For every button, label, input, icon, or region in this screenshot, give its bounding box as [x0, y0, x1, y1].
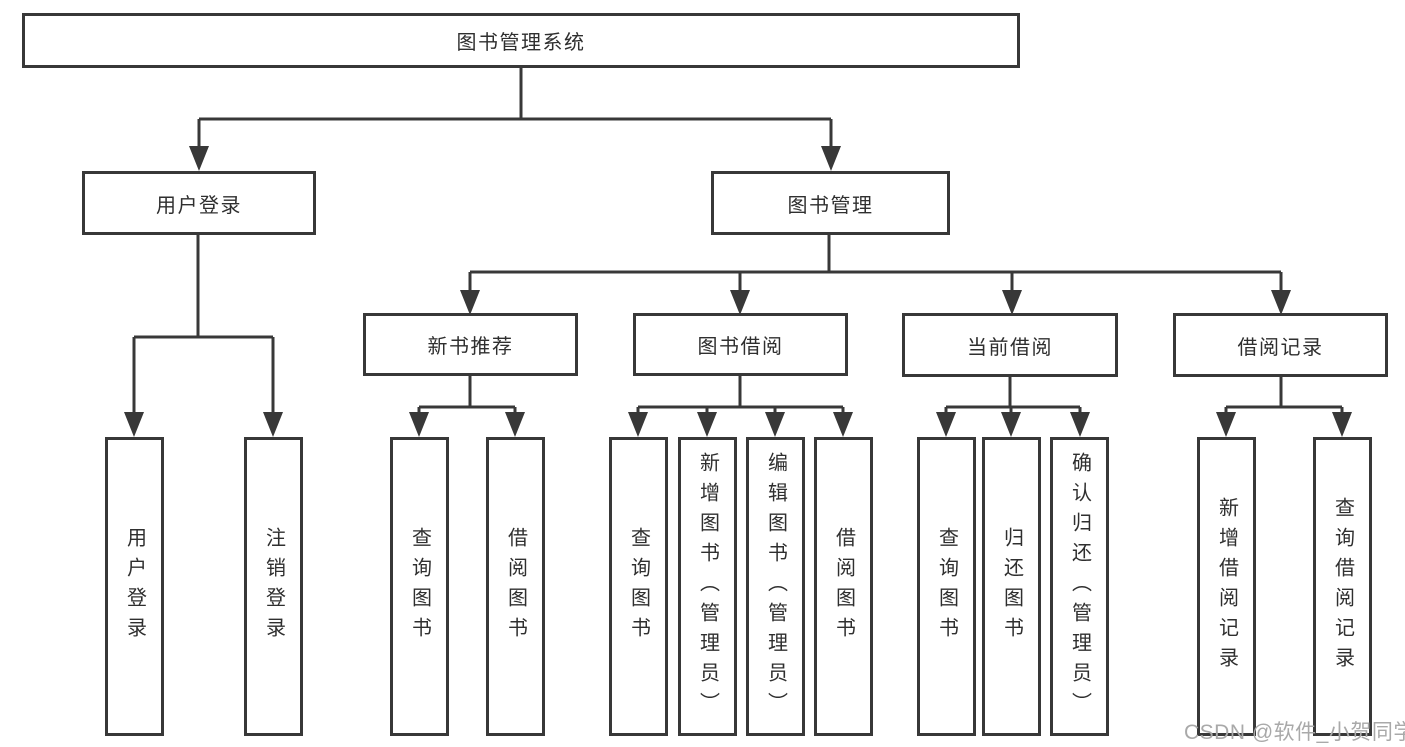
- node-label: 借阅图书: [504, 526, 527, 647]
- node-label: 查询图书: [627, 526, 650, 647]
- node-book-borrowing: 图书借阅: [633, 313, 848, 376]
- node-label: 新书推荐: [427, 336, 514, 358]
- leaf-query-borrow-record: 查询借阅记录: [1313, 437, 1372, 736]
- leaf-add-books-admin: 新增图书（管理员）: [678, 437, 737, 736]
- node-label: 用户登录: [123, 526, 146, 647]
- node-label: 新增图书（管理员）: [696, 451, 719, 722]
- leaf-query-books-borrow: 查询图书: [609, 437, 668, 736]
- node-library-management-system: 图书管理系统: [22, 13, 1020, 68]
- leaf-confirm-return-admin: 确认归还（管理员）: [1050, 437, 1109, 736]
- node-label: 新增借阅记录: [1215, 496, 1238, 677]
- node-label: 图书管理系统: [456, 32, 586, 54]
- node-label: 注销登录: [262, 526, 285, 647]
- leaf-query-books-current: 查询图书: [917, 437, 976, 736]
- node-label: 查询图书: [408, 526, 431, 647]
- leaf-user-login: 用户登录: [105, 437, 164, 736]
- leaf-query-books-recommend: 查询图书: [390, 437, 449, 736]
- leaf-logout: 注销登录: [244, 437, 303, 736]
- node-label: 查询图书: [935, 526, 958, 647]
- node-new-book-recommendation: 新书推荐: [363, 313, 578, 376]
- leaf-borrow-books: 借阅图书: [814, 437, 873, 736]
- leaf-borrow-books-recommend: 借阅图书: [486, 437, 545, 736]
- node-label: 借阅记录: [1237, 336, 1324, 359]
- leaf-return-books: 归还图书: [982, 437, 1041, 736]
- node-book-management: 图书管理: [711, 171, 950, 235]
- node-label: 用户登录: [156, 194, 242, 217]
- node-label: 图书管理: [787, 194, 874, 217]
- node-label: 确认归还（管理员）: [1068, 451, 1091, 722]
- leaf-edit-books-admin: 编辑图书（管理员）: [746, 437, 805, 736]
- node-label: 查询借阅记录: [1331, 496, 1354, 677]
- node-label: 借阅图书: [832, 526, 855, 647]
- node-user-login: 用户登录: [82, 171, 316, 235]
- leaf-add-borrow-record: 新增借阅记录: [1197, 437, 1256, 736]
- node-label: 归还图书: [1000, 526, 1023, 647]
- csdn-watermark: CSDN @软件_小贺同学: [1184, 721, 1405, 744]
- node-current-borrowing: 当前借阅: [902, 313, 1118, 377]
- node-label: 当前借阅: [967, 336, 1053, 359]
- node-label: 图书借阅: [697, 336, 784, 358]
- node-label: 编辑图书（管理员）: [764, 451, 787, 722]
- node-borrowing-records: 借阅记录: [1173, 313, 1388, 377]
